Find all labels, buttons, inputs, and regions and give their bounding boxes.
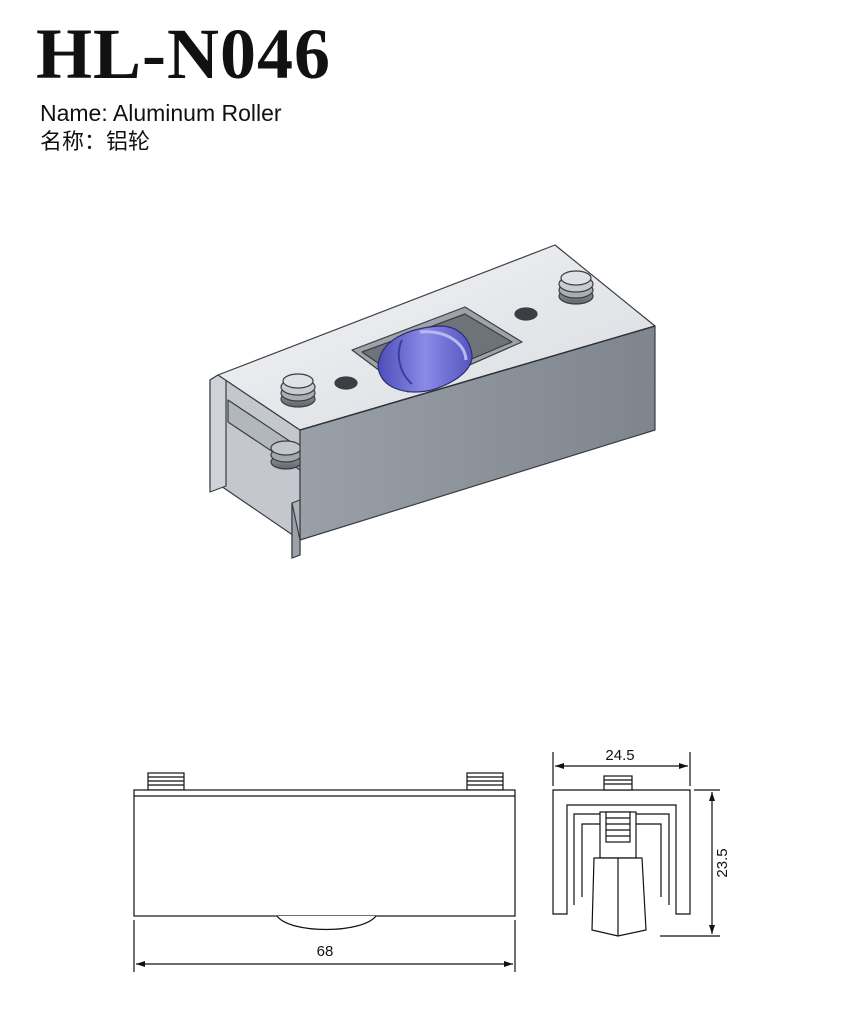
dimension-width-label: 24.5 xyxy=(605,747,634,764)
screw-thread-icon xyxy=(466,772,504,791)
top-screw-icon xyxy=(280,373,316,408)
product-name-cn: 名称：铝轮 xyxy=(40,130,151,155)
dimension-height-label: 23.5 xyxy=(714,848,731,877)
bottom-screw-icon xyxy=(270,440,302,470)
product-code: HL-N046 xyxy=(36,14,331,94)
mount-hole-icon xyxy=(514,307,538,321)
dimension-length-label: 68 xyxy=(317,943,334,960)
end-view-drawing xyxy=(552,752,720,937)
top-screw-icon xyxy=(558,270,594,305)
product-name-en: Name: Aluminum Roller xyxy=(40,100,282,126)
screw-thread-icon xyxy=(147,772,185,791)
roller-wheel-icon xyxy=(377,325,473,393)
mount-hole-icon xyxy=(334,376,358,390)
roller-3d-view xyxy=(209,244,656,559)
side-view-drawing xyxy=(133,772,516,972)
